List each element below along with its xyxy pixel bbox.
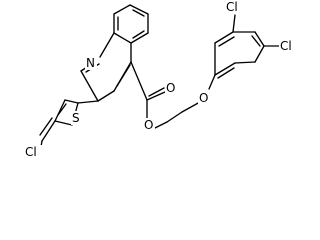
atom-label-para-chlorine: Cl	[280, 39, 292, 53]
chlorothiophene-ring	[39, 99, 99, 153]
quinoline-benzo-ring	[113, 4, 149, 44]
atom-label-thiophene-chlorine: Cl	[25, 145, 37, 159]
atom-label-carbonyl-oxygen: O	[166, 81, 175, 95]
dichlorophenyl-ring	[208, 14, 280, 90]
atom-label-thiophene-sulfur: S	[72, 111, 80, 125]
atom-labels: N S Cl O O O Cl Cl	[24, 0, 299, 159]
atom-label-ether-oxygen: O	[199, 91, 208, 105]
atom-label-ring-nitrogen: N	[86, 56, 95, 70]
chemical-structure-diagram: N S Cl O O O Cl Cl	[24, 0, 299, 159]
ester-linkage	[130, 61, 201, 129]
atom-label-ortho-chlorine: Cl	[226, 0, 238, 14]
atom-label-ester-oxygen: O	[144, 118, 153, 132]
